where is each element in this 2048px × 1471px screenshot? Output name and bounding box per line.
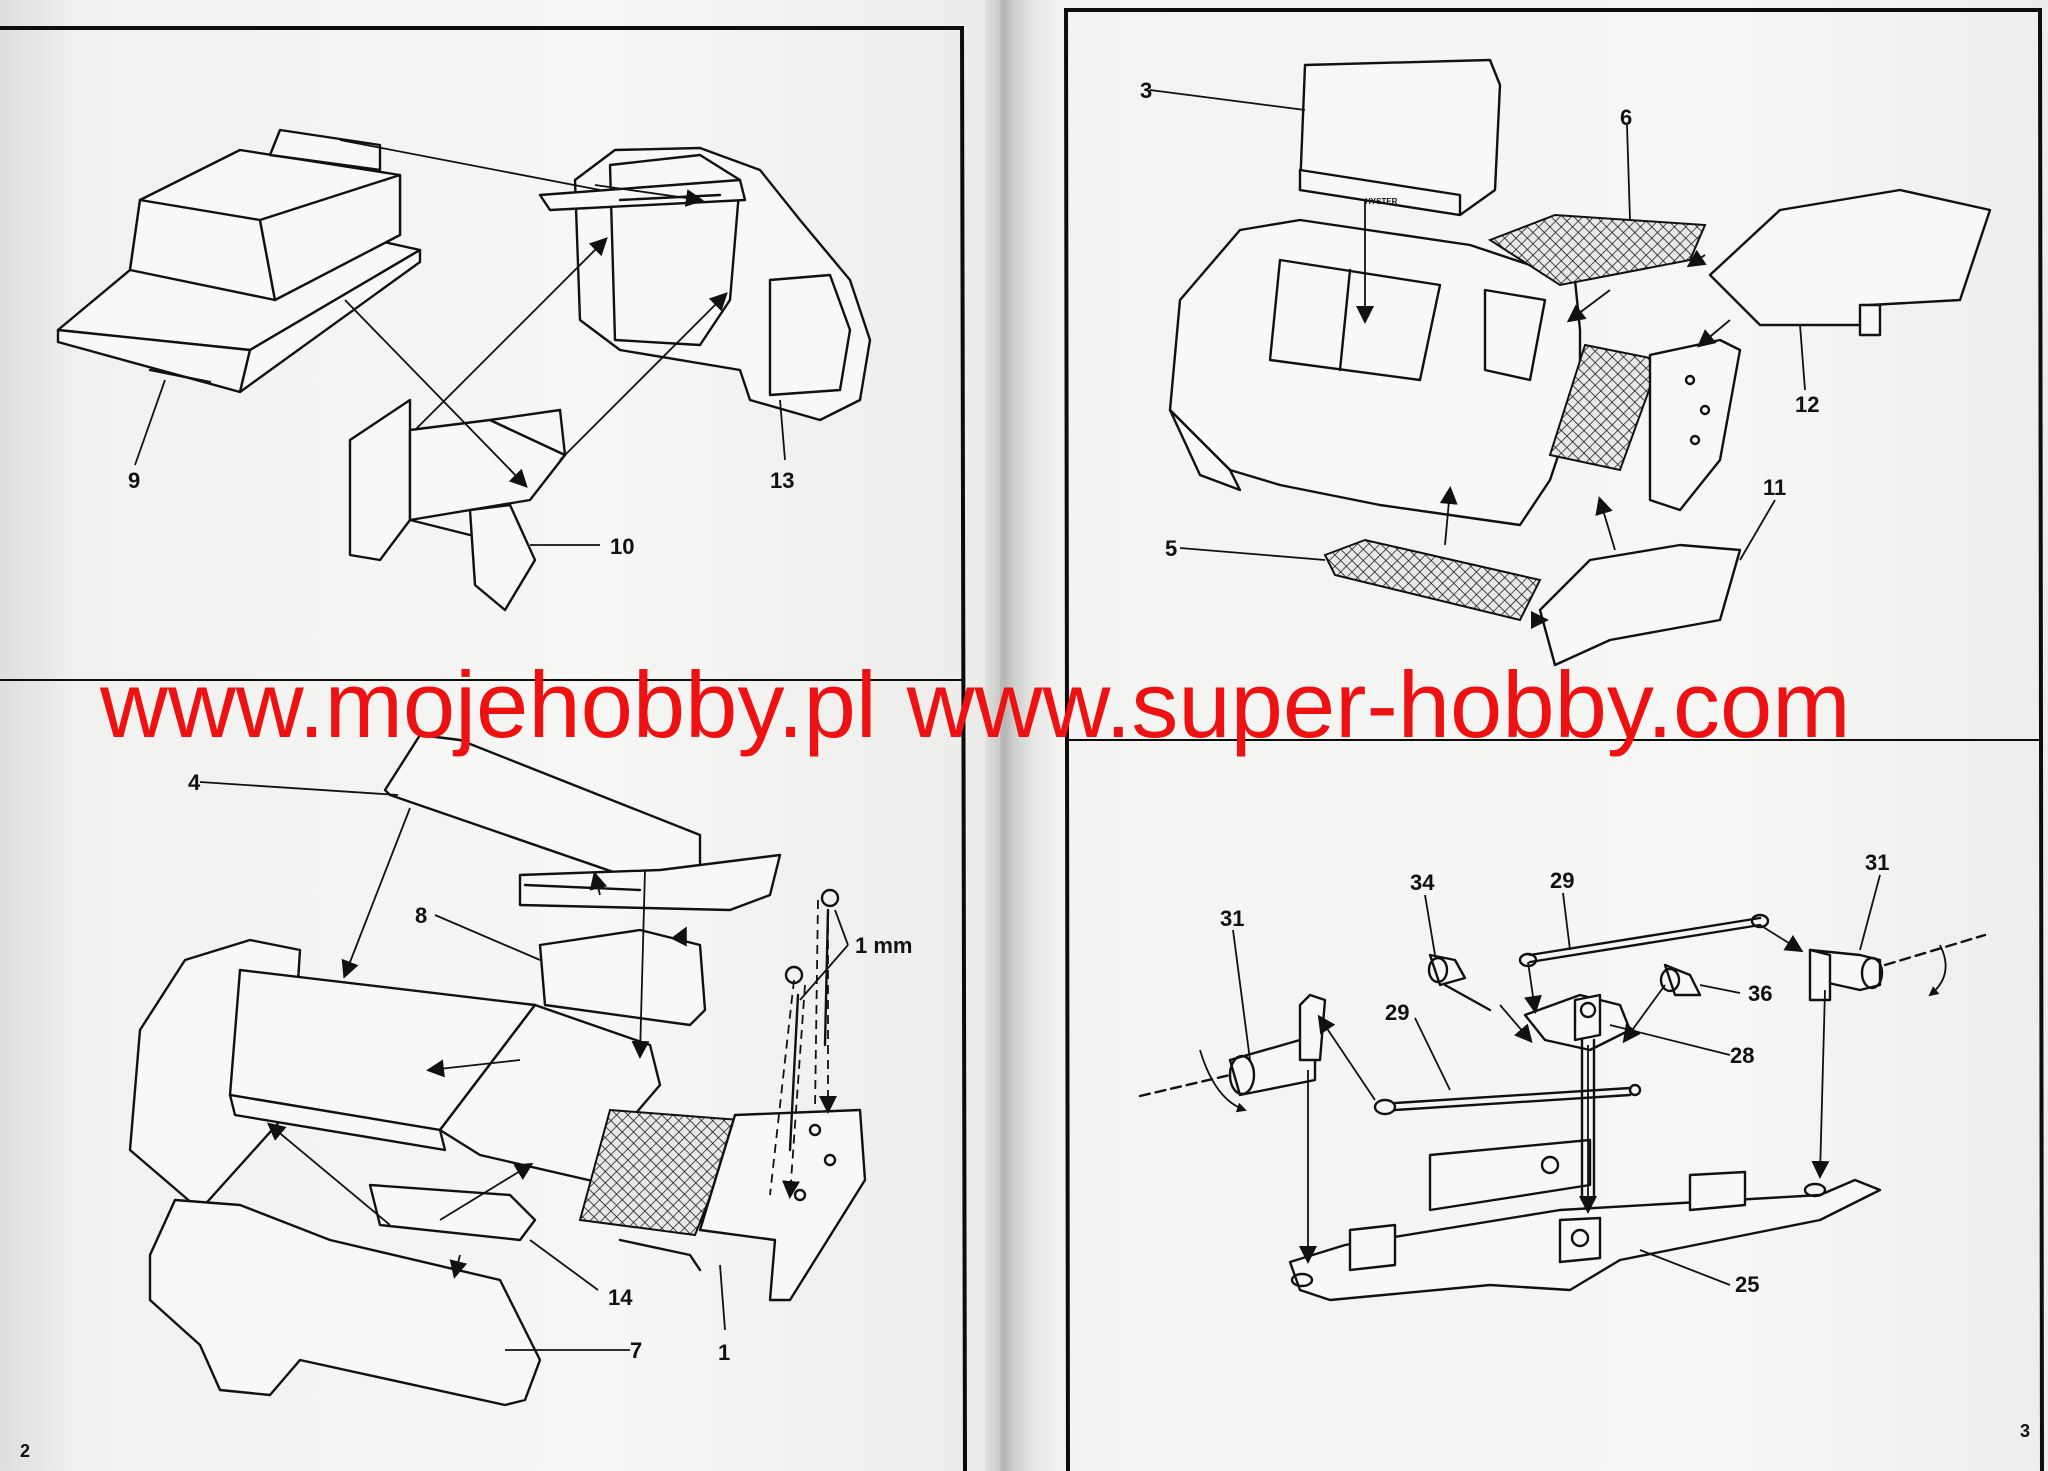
panel-a-leaders <box>134 379 786 546</box>
callout-13: 13 <box>770 468 794 493</box>
callout-36: 36 <box>1748 981 1772 1006</box>
callout-5: 5 <box>1165 536 1177 561</box>
panel-b-leaders <box>1149 89 1806 561</box>
callout-11: 11 <box>1763 475 1786 500</box>
right-page-frame <box>1063 8 2044 1471</box>
callout-31-right: 31 <box>1865 850 1889 875</box>
watermark-right-url: www.super-hobby.com <box>906 652 1851 757</box>
watermark-left-url: www.mojehobby.pl <box>100 652 877 757</box>
callout-1mm: 1 mm <box>855 933 912 958</box>
callout-1: 1 <box>718 1340 730 1365</box>
panel-d-drawing <box>1138 913 1987 1302</box>
watermark: www.mojehobby.pl www.super-hobby.com <box>100 655 2000 755</box>
callout-14: 14 <box>608 1285 633 1310</box>
page-gutter <box>985 0 1035 1471</box>
callout-12: 12 <box>1795 392 1819 417</box>
page-number-left: 2 <box>20 1441 30 1461</box>
callout-4: 4 <box>188 770 201 795</box>
panel-c-leaders <box>199 781 849 1351</box>
callout-29-lower: 29 <box>1385 1000 1409 1025</box>
page-number-right: 3 <box>2020 1421 2030 1441</box>
part-3-marking: HYSTER <box>1365 197 1398 206</box>
callout-6: 6 <box>1620 105 1632 130</box>
panel-c-drawing <box>128 733 867 1407</box>
panel-a-drawing <box>56 128 872 612</box>
panel-b-drawing: HYSTER <box>1168 58 1992 667</box>
callout-7: 7 <box>630 1338 642 1363</box>
callout-28: 28 <box>1730 1043 1754 1068</box>
callout-8: 8 <box>415 903 427 928</box>
callout-31-left: 31 <box>1220 906 1244 931</box>
callout-25: 25 <box>1735 1272 1759 1297</box>
left-page-frame <box>0 26 967 1471</box>
callout-34: 34 <box>1410 870 1435 895</box>
callout-3: 3 <box>1140 78 1152 103</box>
callout-9: 9 <box>128 468 140 493</box>
callout-29-upper: 29 <box>1550 868 1574 893</box>
callout-10: 10 <box>610 534 634 559</box>
panel-d-leaders <box>1232 874 1881 1286</box>
